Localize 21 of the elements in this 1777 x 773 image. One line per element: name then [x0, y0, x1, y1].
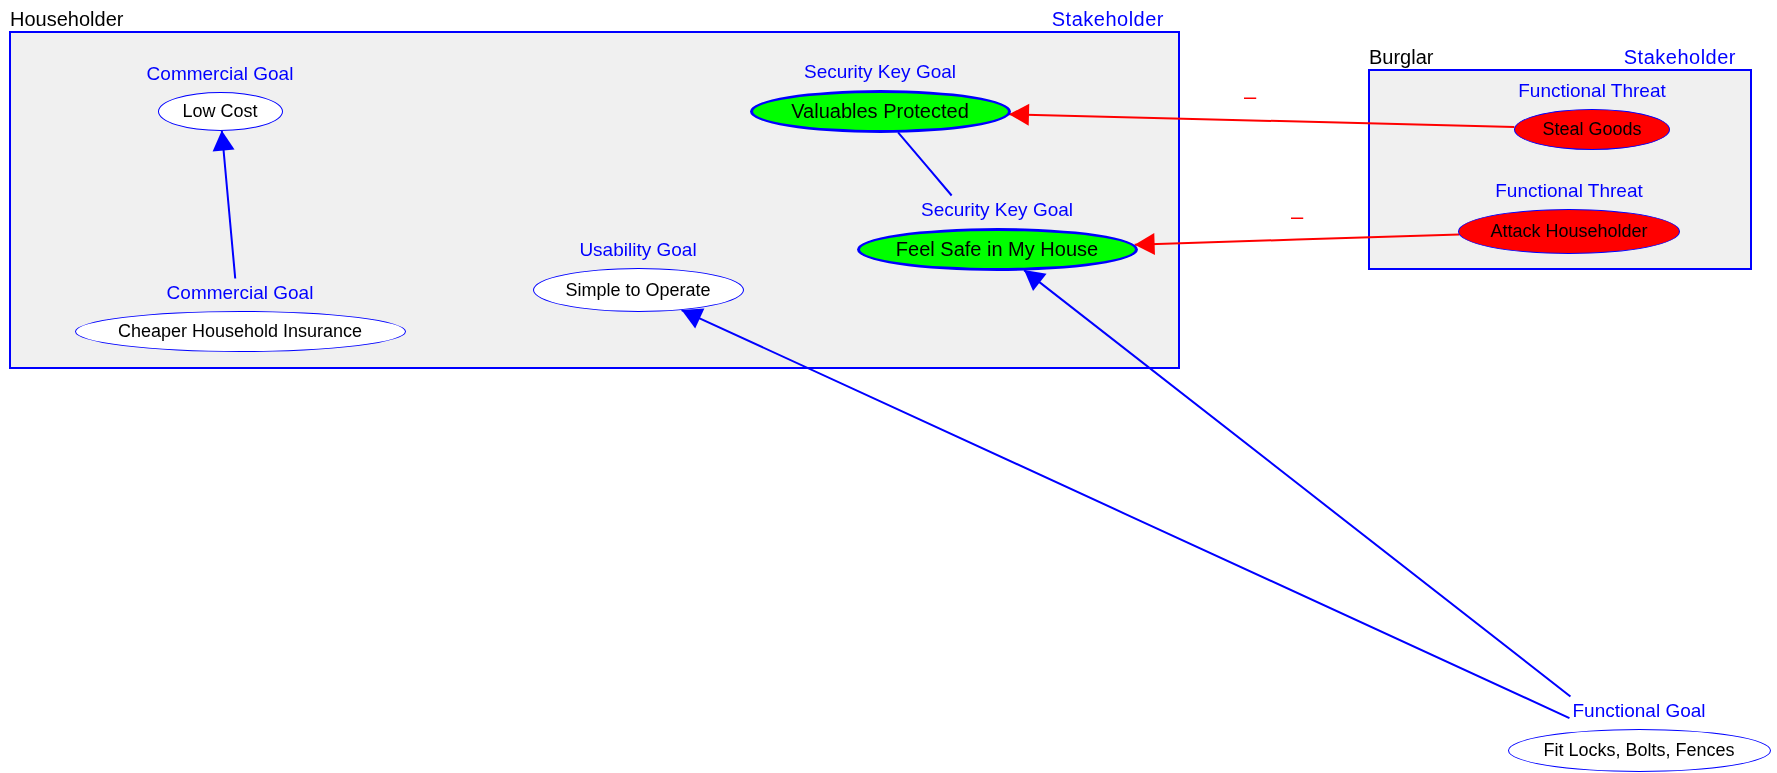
- goal-type-label: Functional Goal: [1572, 699, 1706, 722]
- arrow: [212, 129, 237, 280]
- goal-type-label: Commercial Goal: [146, 62, 294, 85]
- arrow: [1008, 103, 1516, 129]
- edge-label: –: [1291, 206, 1304, 228]
- stakeholder-type-label: Stakeholder: [1623, 46, 1737, 69]
- goal-type-label: Commercial Goal: [166, 281, 314, 304]
- stakeholder-name: Burglar: [1368, 46, 1434, 69]
- goal-type-label: Functional Threat: [1495, 179, 1643, 202]
- connector-line: [897, 131, 953, 197]
- stakeholder-name: Householder: [9, 8, 124, 31]
- arrow: [1023, 269, 1572, 698]
- arrow: [680, 308, 1571, 720]
- stakeholder-type-label: Stakeholder: [1051, 8, 1165, 31]
- goal-type-label: Security Key Goal: [803, 60, 957, 83]
- edge-label: –: [1244, 86, 1257, 108]
- arrow: [1133, 233, 1461, 256]
- goal-type-label: Functional Threat: [1518, 79, 1666, 102]
- goal-type-label: Usability Goal: [579, 239, 697, 261]
- goal-ellipse: Fit Locks, Bolts, Fences: [1507, 728, 1771, 772]
- goal-type-label: Security Key Goal: [920, 198, 1074, 221]
